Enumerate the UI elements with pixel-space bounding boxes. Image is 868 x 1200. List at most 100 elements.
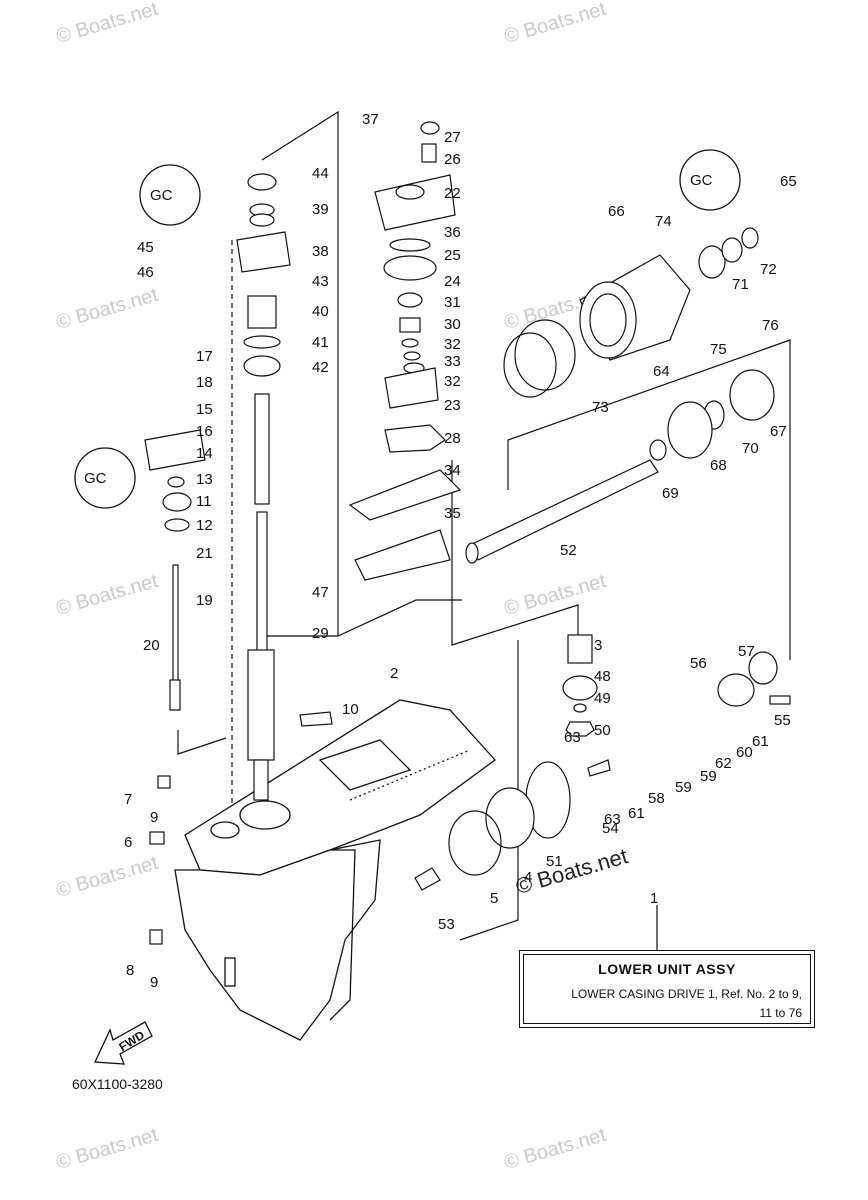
callout-number: 32 [444, 373, 461, 390]
callout-number: 18 [196, 374, 213, 391]
assembly-title: LOWER UNIT ASSY [598, 961, 736, 977]
callout-number: 27 [444, 129, 461, 146]
shift-rod-parts [144, 173, 333, 945]
group-boundary-pump-right [337, 599, 462, 637]
callout-number: 48 [594, 668, 611, 685]
callout-number: 6 [124, 834, 132, 851]
callout-number: 38 [312, 243, 329, 260]
callout-number: 34 [444, 462, 461, 479]
assembly-info-box: LOWER UNIT ASSY LOWER CASING DRIVE 1, Re… [519, 950, 815, 1028]
callout-number: 14 [196, 445, 213, 462]
callout-number: 47 [312, 584, 329, 601]
callout-number: 40 [312, 303, 329, 320]
callout-number: 67 [770, 423, 787, 440]
callout-number: 63 [564, 729, 581, 746]
callout-number: 24 [444, 273, 461, 290]
callout-number: 26 [444, 151, 461, 168]
seal-mark: GC [150, 187, 173, 204]
callout-number: 25 [444, 247, 461, 264]
callout-number: 71 [732, 276, 749, 293]
callout-number: 69 [662, 485, 679, 502]
group-boundary-driveshaft [231, 240, 301, 931]
callout-number: 65 [780, 173, 797, 190]
callout-number: 30 [444, 316, 461, 333]
callout-number: 19 [196, 592, 213, 609]
callout-number: 46 [137, 264, 154, 281]
callout-number: 50 [594, 722, 611, 739]
group-boundary-propshaft [451, 460, 579, 646]
callout-number: 9 [150, 974, 158, 991]
callout-number: 31 [444, 294, 461, 311]
propeller-shaft [465, 459, 659, 564]
callout-number: 45 [137, 239, 154, 256]
callout-number: 60 [736, 744, 753, 761]
part-code: 60X1100-3280 [72, 1076, 163, 1092]
callout-number: 11 [196, 493, 212, 510]
callout-number: 9 [150, 809, 158, 826]
callout-number: 76 [762, 317, 779, 334]
callout-number: 39 [312, 201, 329, 218]
callout-number: 61 [628, 805, 645, 822]
drive-shaft [247, 393, 275, 801]
group-boundary-water-pump [260, 110, 339, 637]
seal-mark: GC [84, 470, 107, 487]
assembly-description: LOWER CASING DRIVE 1, Ref. No. 2 to 9, [571, 987, 802, 1001]
callout-number: 28 [444, 430, 461, 447]
callout-number: 15 [196, 401, 213, 418]
callout-number: 75 [710, 341, 727, 358]
callout-number: 61 [752, 733, 769, 750]
callout-number: 10 [342, 701, 359, 718]
callout-number: 43 [312, 273, 329, 290]
callout-number: 29 [312, 625, 329, 642]
callout-number: 59 [675, 779, 692, 796]
callout-number: 57 [738, 643, 755, 660]
assembly-info-inner-border [523, 954, 811, 1024]
callout-number: 23 [444, 397, 461, 414]
callout-number: 2 [390, 665, 398, 682]
callout-number: 21 [196, 545, 213, 562]
reverse-gear-housing [503, 227, 775, 461]
fwd-arrow-icon [94, 1021, 153, 1065]
callout-number: 53 [438, 916, 455, 933]
callout-number: 74 [655, 213, 672, 230]
callout-number: 8 [126, 962, 134, 979]
callout-number: 16 [196, 423, 213, 440]
callout-number: 22 [444, 185, 461, 202]
callout-number: 55 [774, 712, 791, 729]
callout-number: 56 [690, 655, 707, 672]
callout-number: 3 [594, 637, 602, 654]
callout-number: 73 [592, 399, 609, 416]
callout-number: 52 [560, 542, 577, 559]
group-boundary-shift [177, 730, 227, 755]
callout-number: 32 [444, 336, 461, 353]
callout-number: 41 [312, 334, 329, 351]
callout-number: 62 [715, 755, 732, 772]
callout-number: 13 [196, 471, 213, 488]
callout-number: 20 [143, 637, 160, 654]
callout-number: 4 [524, 869, 532, 886]
callout-number: 68 [710, 457, 727, 474]
assembly-number: 1 [650, 890, 659, 907]
callout-number: 51 [546, 853, 563, 870]
callout-number: 36 [444, 224, 461, 241]
callout-number: 44 [312, 165, 329, 182]
front-gear-parts [414, 634, 791, 891]
callout-number: 54 [602, 820, 619, 837]
lower-casing [174, 699, 496, 1041]
callout-number: 72 [760, 261, 777, 278]
callout-number: 64 [653, 363, 670, 380]
callout-number: 49 [594, 690, 611, 707]
callout-number: 70 [742, 440, 759, 457]
group-boundary-reverse [507, 339, 791, 660]
callout-number: 35 [444, 505, 461, 522]
callout-number: 37 [362, 111, 379, 128]
callout-number: 66 [608, 203, 625, 220]
callout-number: 7 [124, 791, 132, 808]
callout-number: 12 [196, 517, 213, 534]
callout-number: 33 [444, 353, 461, 370]
callout-number: 63 [604, 811, 621, 828]
water-pump-parts [348, 121, 462, 581]
callout-number: 58 [648, 790, 665, 807]
